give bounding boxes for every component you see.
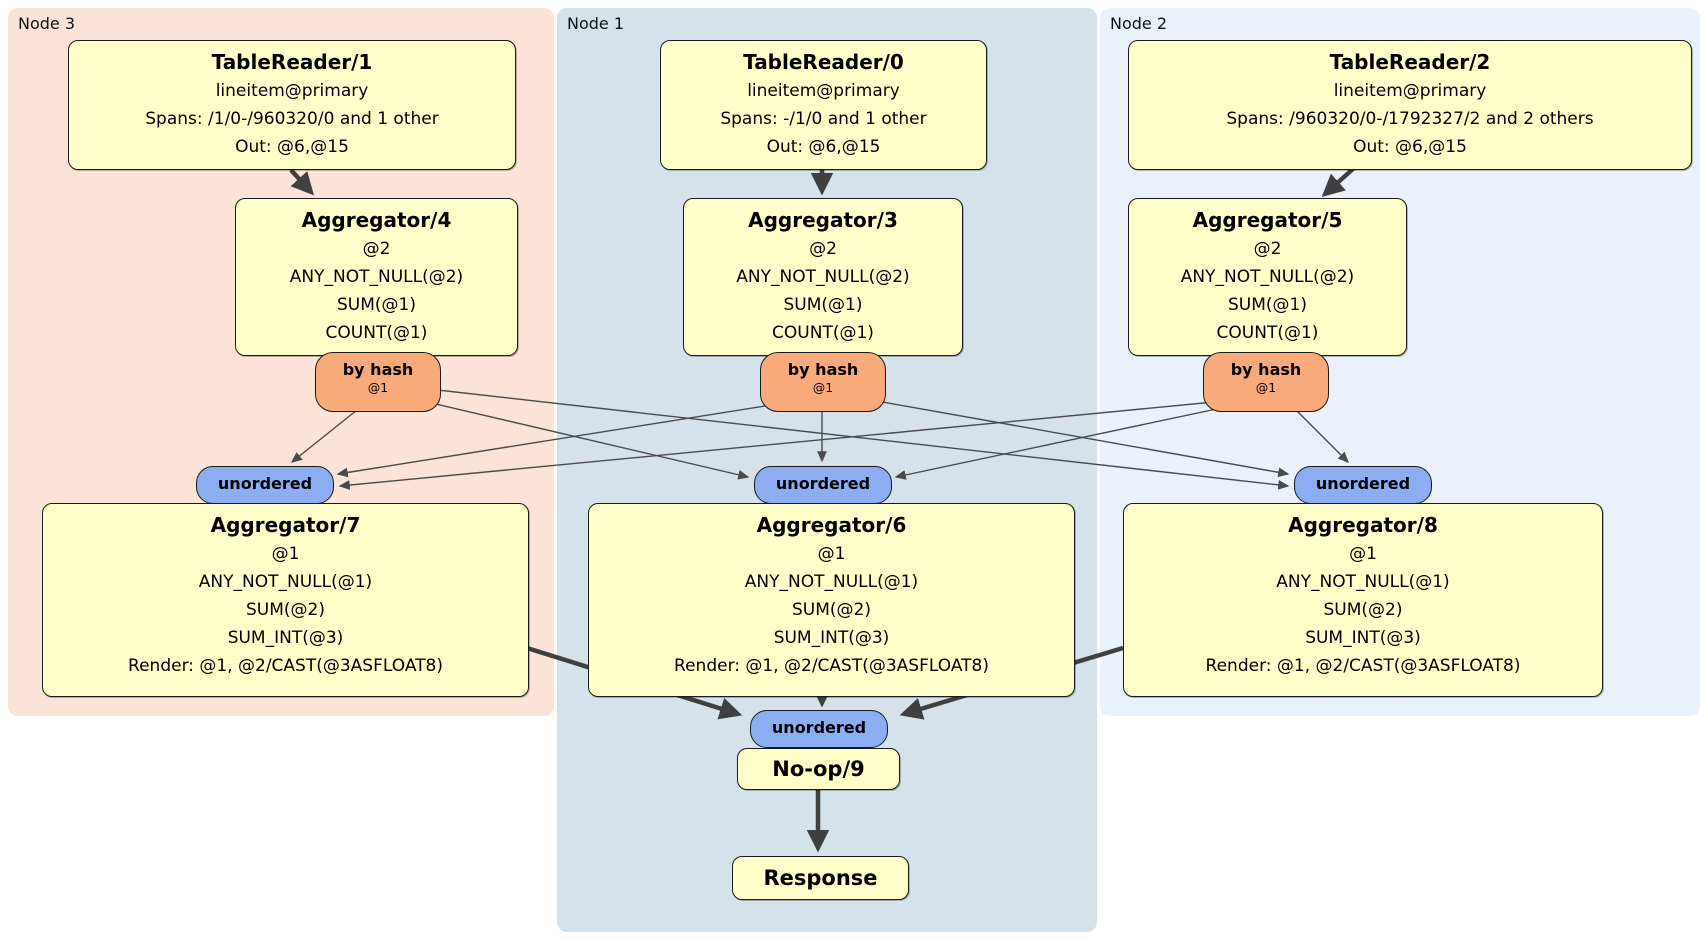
processor-line: SUM(@1) bbox=[1228, 295, 1307, 315]
router-sub: @1 bbox=[1255, 380, 1277, 395]
region-node3-label: Node 3 bbox=[18, 14, 76, 33]
router-by-hash-4: by hash @1 bbox=[315, 352, 441, 412]
processor-line: SUM_INT(@3) bbox=[227, 628, 344, 648]
processor-line: SUM_INT(@3) bbox=[1305, 628, 1421, 648]
router-label: by hash bbox=[787, 360, 859, 379]
processor-title: Aggregator/3 bbox=[748, 208, 898, 232]
router-label: by hash bbox=[1230, 360, 1302, 379]
processor-line: Spans: -/1/0 and 1 other bbox=[720, 109, 927, 129]
sync-label: unordered bbox=[771, 718, 867, 737]
processor-line: Render: @1, @2/CAST(@3ASFLOAT8) bbox=[674, 656, 989, 676]
processor-line: Out: @6,@15 bbox=[1353, 137, 1467, 157]
processor-tablereader-1: TableReader/1 lineitem@primary Spans: /1… bbox=[68, 40, 516, 170]
processor-aggregator-6: Aggregator/6 @1 ANY_NOT_NULL(@1) SUM(@2)… bbox=[588, 503, 1075, 697]
processor-line: @1 bbox=[271, 544, 300, 564]
processor-title: Aggregator/7 bbox=[210, 513, 361, 537]
processor-title: Aggregator/8 bbox=[1288, 513, 1438, 537]
sync-unordered-8: unordered bbox=[1294, 466, 1432, 504]
processor-title: TableReader/1 bbox=[211, 50, 373, 74]
sync-label: unordered bbox=[1315, 474, 1411, 493]
processor-line: Spans: /1/0-/960320/0 and 1 other bbox=[145, 109, 439, 129]
processor-line: @2 bbox=[1253, 239, 1282, 259]
processor-line: Render: @1, @2/CAST(@3ASFLOAT8) bbox=[128, 656, 443, 676]
sync-unordered-6: unordered bbox=[754, 466, 892, 504]
sync-unordered-7: unordered bbox=[196, 466, 334, 504]
processor-line: Out: @6,@15 bbox=[235, 137, 349, 157]
processor-title: Aggregator/4 bbox=[301, 208, 452, 232]
processor-line: ANY_NOT_NULL(@1) bbox=[744, 572, 919, 592]
processor-aggregator-7: Aggregator/7 @1 ANY_NOT_NULL(@1) SUM(@2)… bbox=[42, 503, 529, 697]
processor-line: lineitem@primary bbox=[215, 81, 369, 101]
processor-aggregator-3: Aggregator/3 @2 ANY_NOT_NULL(@2) SUM(@1)… bbox=[683, 198, 963, 356]
processor-line: @2 bbox=[362, 239, 391, 259]
processor-title: TableReader/0 bbox=[743, 50, 904, 74]
router-by-hash-3: by hash @1 bbox=[760, 352, 886, 412]
processor-title: No-op/9 bbox=[772, 757, 865, 781]
processor-tablereader-0: TableReader/0 lineitem@primary Spans: -/… bbox=[660, 40, 987, 170]
processor-line: Render: @1, @2/CAST(@3ASFLOAT8) bbox=[1205, 656, 1521, 676]
processor-response: Response bbox=[732, 856, 909, 900]
processor-line: SUM(@1) bbox=[783, 295, 863, 315]
processor-line: @1 bbox=[1349, 544, 1377, 564]
processor-line: COUNT(@1) bbox=[772, 323, 874, 343]
router-sub: @1 bbox=[367, 380, 389, 395]
region-node2-label: Node 2 bbox=[1110, 14, 1168, 33]
processor-line: SUM(@1) bbox=[337, 295, 416, 315]
processor-line: ANY_NOT_NULL(@2) bbox=[1180, 267, 1355, 287]
processor-aggregator-8: Aggregator/8 @1 ANY_NOT_NULL(@1) SUM(@2)… bbox=[1123, 503, 1603, 697]
processor-aggregator-4: Aggregator/4 @2 ANY_NOT_NULL(@2) SUM(@1)… bbox=[235, 198, 518, 356]
processor-title: TableReader/2 bbox=[1329, 50, 1491, 74]
processor-line: @2 bbox=[809, 239, 837, 259]
sync-unordered-9: unordered bbox=[750, 710, 888, 748]
processor-line: SUM(@2) bbox=[1323, 600, 1403, 620]
sync-label: unordered bbox=[775, 474, 871, 493]
processor-line: SUM(@2) bbox=[792, 600, 871, 620]
router-by-hash-5: by hash @1 bbox=[1203, 352, 1329, 412]
region-node1-label: Node 1 bbox=[567, 14, 625, 33]
processor-line: Spans: /960320/0-/1792327/2 and 2 others bbox=[1226, 109, 1594, 129]
router-sub: @1 bbox=[812, 380, 834, 395]
sync-label: unordered bbox=[217, 474, 313, 493]
processor-line: lineitem@primary bbox=[1333, 81, 1487, 101]
processor-aggregator-5: Aggregator/5 @2 ANY_NOT_NULL(@2) SUM(@1)… bbox=[1128, 198, 1407, 356]
processor-line: COUNT(@1) bbox=[1216, 323, 1319, 343]
processor-noop-9: No-op/9 bbox=[737, 748, 900, 790]
processor-line: ANY_NOT_NULL(@1) bbox=[198, 572, 373, 592]
router-label: by hash bbox=[342, 360, 414, 379]
processor-line: COUNT(@1) bbox=[325, 323, 428, 343]
processor-tablereader-2: TableReader/2 lineitem@primary Spans: /9… bbox=[1128, 40, 1692, 170]
processor-title: Aggregator/5 bbox=[1192, 208, 1343, 232]
processor-line: Out: @6,@15 bbox=[766, 137, 881, 157]
processor-line: @1 bbox=[817, 544, 846, 564]
processor-title: Response bbox=[763, 866, 878, 890]
processor-line: ANY_NOT_NULL(@2) bbox=[289, 267, 464, 287]
processor-line: SUM(@2) bbox=[246, 600, 325, 620]
processor-line: ANY_NOT_NULL(@2) bbox=[736, 267, 910, 287]
processor-title: Aggregator/6 bbox=[756, 513, 907, 537]
processor-line: lineitem@primary bbox=[747, 81, 900, 101]
processor-line: SUM_INT(@3) bbox=[773, 628, 890, 648]
processor-line: ANY_NOT_NULL(@1) bbox=[1276, 572, 1450, 592]
